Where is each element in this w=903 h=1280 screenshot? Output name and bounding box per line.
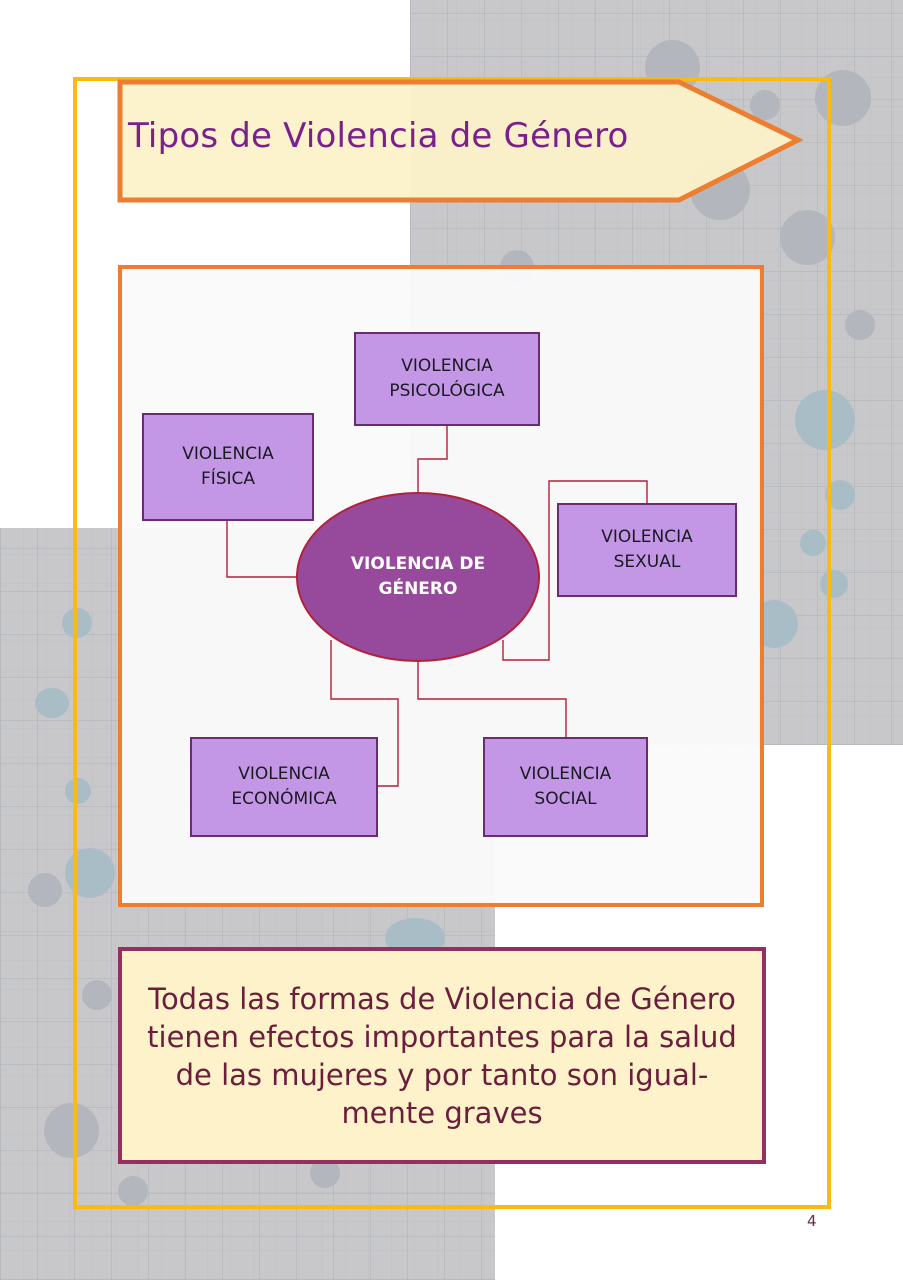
center-node-violencia-de-genero: VIOLENCIA DE GÉNERO <box>296 492 540 662</box>
node-violencia-social: VIOLENCIA SOCIAL <box>483 737 648 837</box>
center-label-line1: VIOLENCIA DE <box>350 554 486 574</box>
node-label-line1: VIOLENCIA <box>519 764 612 784</box>
node-label-line1: VIOLENCIA <box>601 527 693 547</box>
quote-line: de las mujeres y por tanto son igual- <box>175 1057 709 1092</box>
node-label-line2: SOCIAL <box>534 789 597 809</box>
node-label-line1: VIOLENCIA <box>401 356 493 376</box>
page-title: Tipos de Violencia de Género <box>128 116 629 156</box>
quote-line: mente graves <box>341 1095 543 1130</box>
node-label-line2: ECONÓMICA <box>231 789 337 809</box>
node-label-line1: VIOLENCIA <box>182 444 274 464</box>
node-label-line1: VIOLENCIA <box>238 764 330 784</box>
page-number: 4 <box>807 1212 817 1230</box>
quote-text: Todas las formas de Violencia de Género … <box>132 980 752 1132</box>
title-banner-arrow <box>117 79 804 203</box>
quote-line: tienen efectos importantes para la salud <box>147 1019 737 1054</box>
node-violencia-fisica: VIOLENCIA FÍSICA <box>142 413 314 521</box>
center-label-line2: GÉNERO <box>378 579 458 599</box>
node-violencia-psicologica: VIOLENCIA PSICOLÓGICA <box>354 332 540 426</box>
quote-box: Todas las formas de Violencia de Género … <box>118 947 766 1164</box>
node-violencia-economica: VIOLENCIA ECONÓMICA <box>190 737 378 837</box>
node-violencia-sexual: VIOLENCIA SEXUAL <box>557 503 737 597</box>
node-label-line2: SEXUAL <box>613 552 681 572</box>
node-label-line2: FÍSICA <box>200 469 256 489</box>
page-frame <box>73 77 831 1209</box>
quote-line: Todas las formas de Violencia de Género <box>148 981 736 1016</box>
node-label-line2: PSICOLÓGICA <box>389 381 505 401</box>
